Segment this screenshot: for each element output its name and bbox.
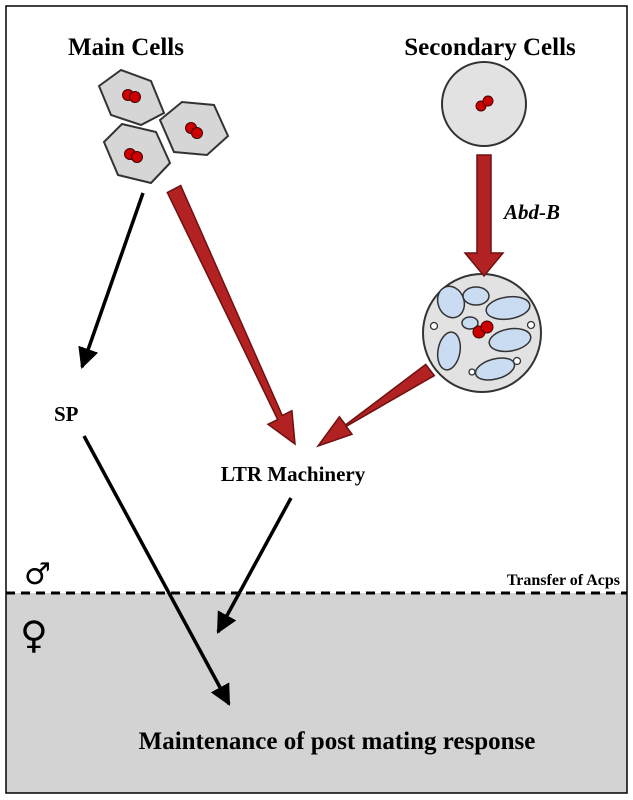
nucleus [131,151,143,163]
vacuole [485,295,531,321]
arrow-ltr-to-maintenance [216,497,293,634]
vacuole [436,331,462,371]
vacuole [461,316,479,330]
main-cells-label: Main Cells [68,34,184,61]
secondary-cells-label: Secondary Cells [404,34,576,61]
nucleus [480,320,494,334]
main-cells-cluster [97,68,230,185]
small-vesicle [429,321,439,331]
secondary-cell [441,61,527,147]
abd-b-label: Abd-B [502,200,560,224]
vacuole [488,327,532,353]
outer-frame [5,5,628,794]
transfer-label: Transfer of Acps [507,572,620,589]
small-vesicle [526,320,536,330]
vacuole [462,286,490,306]
female-region [6,593,627,793]
small-vesicle [468,368,476,376]
arrow-main-to-sp [78,192,145,369]
female-symbol: ♀ [20,613,48,657]
sp-label: SP [54,402,79,426]
ltr-machinery-label: LTR Machinery [221,462,366,486]
red-arrow-secondary-to-ltr [315,363,436,448]
red-arrow-secondary-down [463,154,505,278]
male-symbol: ♂ [24,557,51,592]
small-vesicle [512,356,522,366]
arrow-sp-to-maintenance [82,435,231,706]
secondary-cell-with-vacuoles [422,273,542,393]
nucleus [482,95,494,107]
nucleus [129,91,141,103]
maintenance-label: Maintenance of post mating response [139,728,536,755]
nucleus [191,127,203,139]
red-arrow-main-to-ltr [166,184,296,446]
